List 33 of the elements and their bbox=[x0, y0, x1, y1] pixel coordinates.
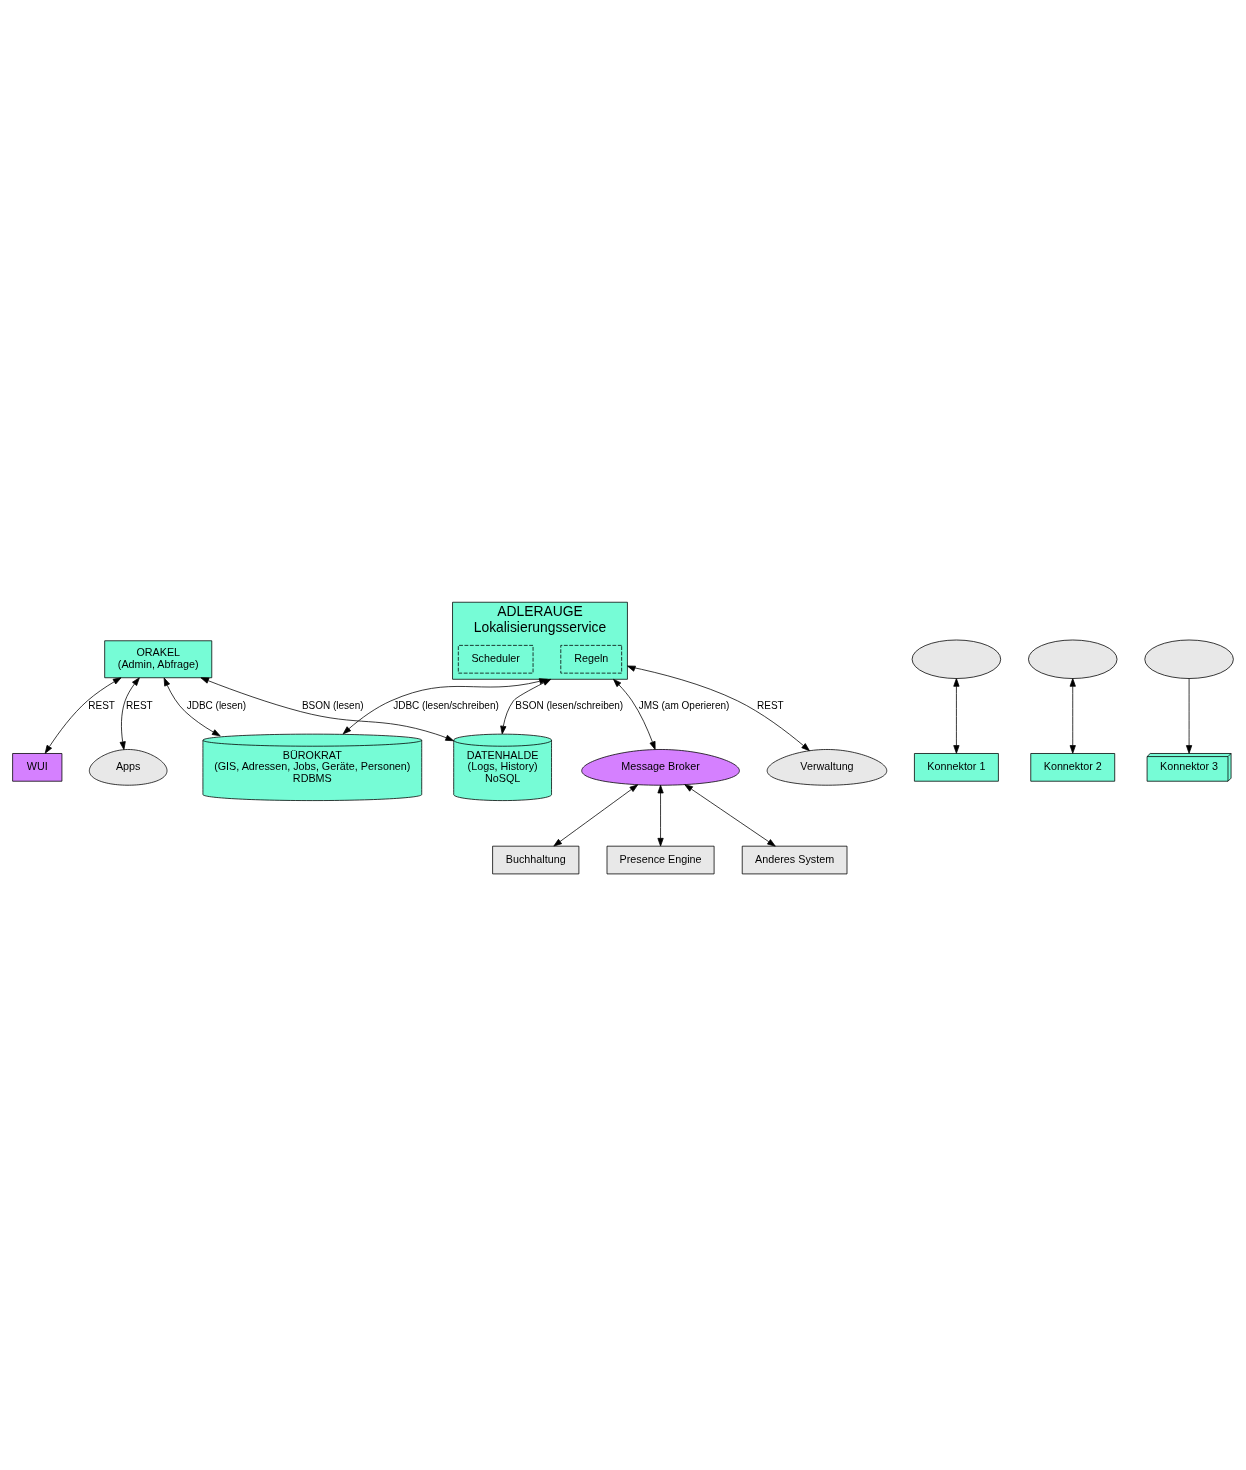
arrow bbox=[1186, 678, 1193, 754]
node-box: Konnektor 2 bbox=[1030, 753, 1116, 782]
edge-label: REST bbox=[126, 699, 153, 711]
arrow bbox=[200, 677, 454, 742]
node-box: Konnektor 1 bbox=[914, 753, 999, 782]
edge-label: BSON (lesen/schreiben) bbox=[515, 699, 624, 711]
arrow bbox=[553, 784, 639, 847]
arrow bbox=[119, 677, 140, 750]
edge-label: JDBC (lesen/schreiben) bbox=[393, 699, 499, 711]
node-box: ORAKEL (Admin, Abfrage) bbox=[104, 640, 213, 679]
node-box: Buchhaltung bbox=[492, 845, 580, 875]
edge-label: BSON (lesen) bbox=[301, 699, 364, 711]
node-ellipse bbox=[1144, 639, 1234, 679]
arrow bbox=[44, 677, 122, 754]
node-box: WUI bbox=[12, 753, 63, 782]
edge-label: REST bbox=[88, 699, 115, 711]
arrow bbox=[953, 678, 960, 754]
node-ellipse bbox=[1028, 639, 1118, 679]
arrow bbox=[657, 784, 664, 847]
node-box: Scheduler bbox=[457, 645, 534, 674]
node-box: Regeln bbox=[560, 645, 623, 674]
edge-label: JDBC (lesen) bbox=[186, 699, 247, 711]
arrow bbox=[163, 677, 221, 737]
arrow bbox=[613, 678, 656, 750]
arrow bbox=[684, 784, 776, 847]
node-box: Presence Engine bbox=[606, 845, 715, 875]
edge-label: REST bbox=[757, 699, 784, 711]
node-ellipse bbox=[911, 639, 1002, 679]
node-box: Anderes System bbox=[741, 845, 848, 875]
arrow bbox=[627, 665, 810, 752]
arrow bbox=[1069, 678, 1076, 754]
edge-label: JMS (am Operieren) bbox=[638, 699, 730, 711]
arrow bbox=[342, 678, 548, 735]
